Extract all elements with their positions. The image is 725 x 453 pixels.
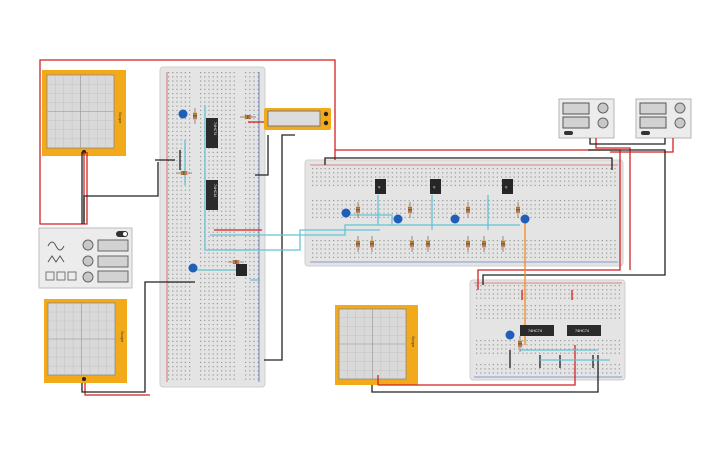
resistor[interactable] [501, 236, 505, 252]
power-supply-right[interactable] [635, 98, 692, 139]
multimeter[interactable] [264, 108, 331, 130]
breadboard-wide-top[interactable] [304, 159, 624, 267]
transistor-2[interactable]: Q [430, 179, 441, 194]
function-generator[interactable] [38, 227, 133, 289]
svg-text:Q: Q [505, 185, 508, 189]
square-wave-icon [45, 271, 77, 281]
resistor[interactable] [466, 236, 470, 252]
oscilloscope-bottom-left[interactable]: Scope [44, 299, 127, 383]
resistor[interactable] [356, 236, 360, 252]
resistor[interactable] [410, 236, 414, 252]
svg-text:Q: Q [378, 185, 381, 189]
breadboard-large-vertical[interactable] [159, 66, 266, 388]
oscilloscope-top-left[interactable]: Scope [42, 70, 126, 156]
wires-black[interactable] [81, 134, 666, 393]
resistor[interactable] [482, 236, 486, 252]
resistor[interactable] [193, 108, 197, 124]
ic-chip-top[interactable]: 74HC74 [206, 118, 218, 148]
oscilloscope-middle[interactable]: Scope [335, 305, 418, 385]
transistor-4[interactable] [236, 264, 247, 276]
resistor[interactable] [516, 202, 520, 218]
sine-wave-icon [47, 241, 65, 251]
resistor[interactable] [356, 202, 360, 218]
transistor-1[interactable]: Q [375, 179, 386, 194]
resistor[interactable] [426, 236, 430, 252]
wires-red[interactable] [39, 59, 674, 396]
svg-text:74HC74: 74HC74 [528, 329, 542, 333]
oscilloscope-tag: Scope [118, 112, 123, 124]
resistor[interactable] [176, 171, 192, 175]
transistor-3[interactable]: Q [502, 179, 513, 194]
resistor[interactable] [518, 336, 522, 352]
resistor[interactable] [466, 202, 470, 218]
ic-chip-right-2[interactable]: 74HC74 [567, 325, 601, 336]
resistors[interactable] [176, 108, 522, 352]
triangle-wave-icon [47, 255, 65, 263]
oscilloscope-tag: Scope [120, 331, 125, 343]
wires-cyan[interactable] [184, 105, 610, 361]
oscilloscope-tag: Scope [411, 336, 416, 348]
power-supply-left[interactable] [558, 98, 615, 139]
svg-text:74HC74: 74HC74 [575, 329, 589, 333]
capacitors[interactable] [178, 109, 530, 340]
resistor[interactable] [408, 202, 412, 218]
svg-text:Q: Q [433, 185, 436, 189]
resistor[interactable] [240, 115, 256, 119]
resistor[interactable] [370, 236, 374, 252]
svg-text:74HC74: 74HC74 [213, 122, 217, 135]
ic-chip-right-1[interactable]: 74HC74 [520, 325, 554, 336]
ic-chip-middle[interactable]: 74HC14 [206, 180, 218, 210]
resistor[interactable] [228, 260, 244, 264]
svg-text:74HC14: 74HC14 [213, 184, 217, 197]
